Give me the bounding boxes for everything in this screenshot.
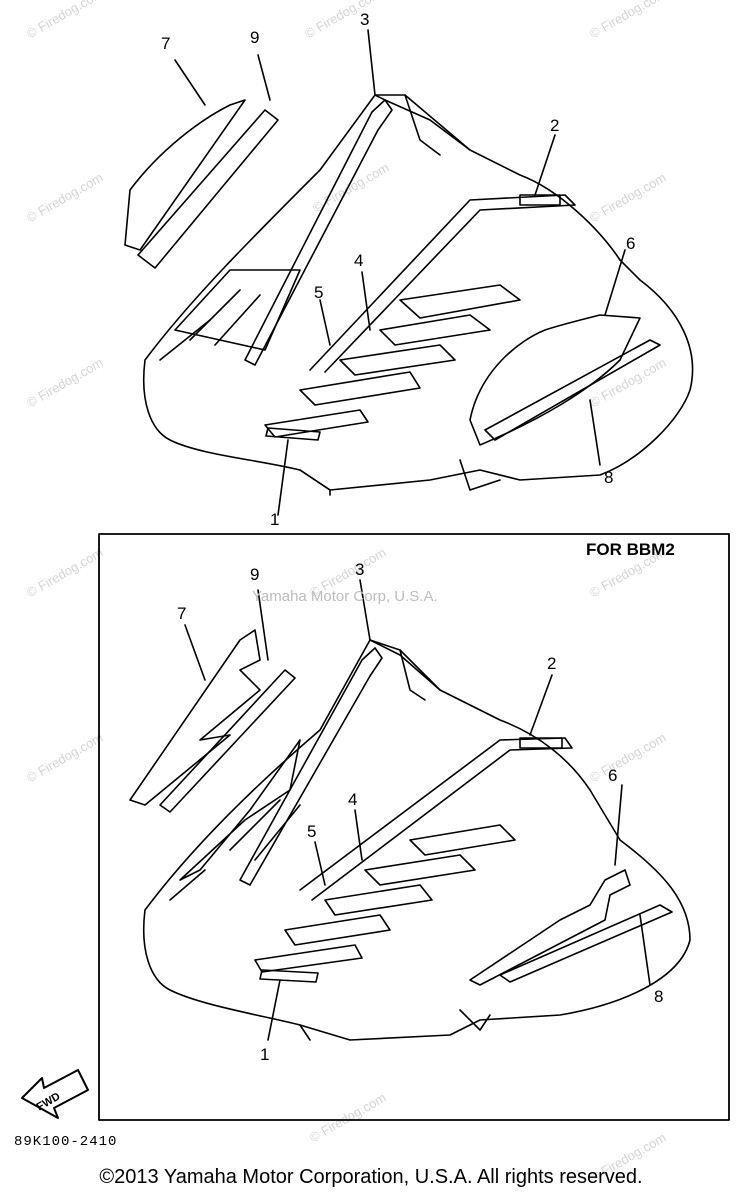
- fwd-arrow-icon: [21, 1069, 89, 1119]
- callout-5: 5: [307, 822, 317, 841]
- callout-7: 7: [161, 34, 171, 53]
- callout-2: 2: [550, 116, 560, 135]
- callout-4: 4: [354, 251, 364, 270]
- callout-3: 3: [355, 560, 365, 579]
- bbm2-title: FOR BBM2: [586, 540, 675, 559]
- callout-8: 8: [604, 468, 614, 487]
- callout-4: 4: [348, 790, 358, 809]
- callout-8: 8: [654, 987, 664, 1006]
- upper-hood-illustration: [124, 29, 694, 516]
- callout-9: 9: [250, 565, 260, 584]
- callout-6: 6: [626, 234, 636, 253]
- callout-7: 7: [177, 604, 187, 623]
- callout-5: 5: [314, 283, 324, 302]
- callout-1: 1: [270, 510, 280, 529]
- bbm2-frame: [98, 533, 730, 1121]
- callout-1: 1: [260, 1045, 270, 1064]
- box-watermark: Yamaha Motor Corp, U.S.A.: [252, 588, 438, 605]
- callout-6: 6: [608, 766, 618, 785]
- lower-hood-illustration: [21, 579, 691, 1119]
- part-code: 89K100-2410: [14, 1134, 118, 1150]
- callout-9: 9: [250, 28, 260, 47]
- callout-3: 3: [360, 10, 370, 29]
- callout-2: 2: [547, 654, 557, 673]
- copyright-notice: ©2013 Yamaha Motor Corporation, U.S.A. A…: [99, 1166, 643, 1188]
